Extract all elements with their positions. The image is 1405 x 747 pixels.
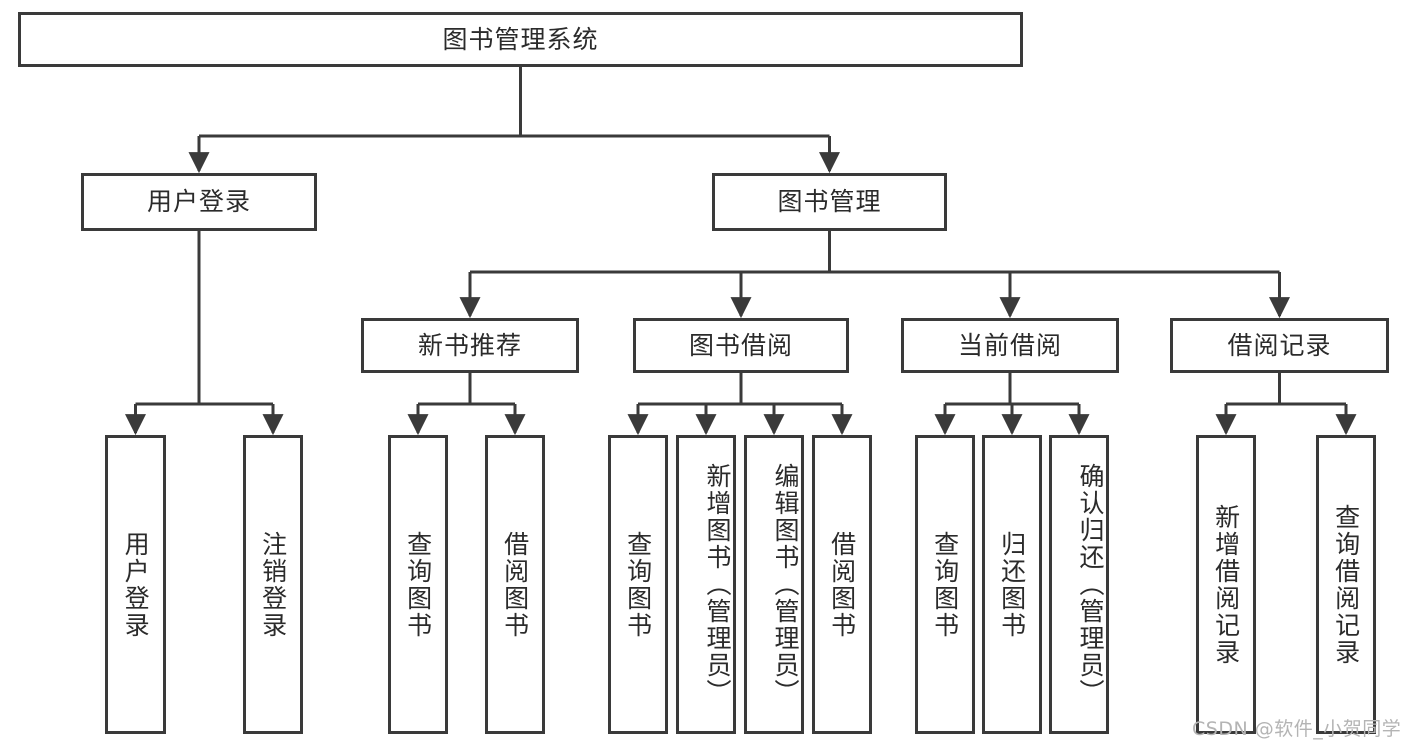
node-borrow-record[interactable]: 借阅记录 xyxy=(1170,318,1389,373)
csdn-watermark: CSDN @软件_小贺同学 xyxy=(1192,718,1402,740)
node-label: 归还图书 xyxy=(997,530,1027,639)
edges-group xyxy=(125,67,1357,436)
node-label: 借阅图书 xyxy=(827,530,857,639)
node-label: 用户登录 xyxy=(121,530,151,639)
node-label: 编辑图书（管理员） xyxy=(771,463,800,706)
leaf-leaf-return-book[interactable]: 归还图书 xyxy=(982,435,1042,734)
node-label: 用户登录 xyxy=(146,187,251,216)
node-label: 确认归还（管理员） xyxy=(1076,463,1105,706)
node-label: 借阅记录 xyxy=(1227,330,1332,360)
node-label: 新增图书（管理员） xyxy=(703,463,732,706)
leaf-leaf-logout[interactable]: 注销登录 xyxy=(243,435,303,734)
leaf-leaf-add-book[interactable]: 新增图书（管理员） xyxy=(676,435,736,734)
leaf-leaf-query-book-1[interactable]: 查询图书 xyxy=(388,435,448,734)
node-label: 借阅图书 xyxy=(500,530,530,639)
leaf-leaf-user-login[interactable]: 用户登录 xyxy=(105,435,166,734)
leaf-leaf-query-book-2[interactable]: 查询图书 xyxy=(608,435,668,734)
node-label: 查询图书 xyxy=(930,530,960,639)
node-current-borrow[interactable]: 当前借阅 xyxy=(901,318,1119,373)
node-book-manage[interactable]: 图书管理 xyxy=(712,173,947,231)
node-root[interactable]: 图书管理系统 xyxy=(18,12,1023,67)
leaf-leaf-add-record[interactable]: 新增借阅记录 xyxy=(1196,435,1256,734)
leaf-leaf-query-book-3[interactable]: 查询图书 xyxy=(915,435,975,734)
leaf-leaf-borrow-book-2[interactable]: 借阅图书 xyxy=(812,435,872,734)
node-label: 查询借阅记录 xyxy=(1331,503,1361,666)
node-label: 图书管理 xyxy=(777,187,882,216)
node-label: 当前借阅 xyxy=(957,330,1062,360)
node-user-login[interactable]: 用户登录 xyxy=(81,173,317,231)
node-label: 新增借阅记录 xyxy=(1211,503,1241,666)
node-label: 图书管理系统 xyxy=(442,24,599,54)
node-label: 查询图书 xyxy=(403,530,433,639)
node-label: 查询图书 xyxy=(623,530,653,639)
node-label: 注销登录 xyxy=(258,530,288,639)
node-label: 新书推荐 xyxy=(417,330,522,360)
leaf-leaf-edit-book[interactable]: 编辑图书（管理员） xyxy=(744,435,804,734)
leaf-leaf-borrow-book-1[interactable]: 借阅图书 xyxy=(485,435,545,734)
node-label: 图书借阅 xyxy=(688,330,793,360)
leaf-leaf-query-record[interactable]: 查询借阅记录 xyxy=(1316,435,1376,734)
node-book-borrow[interactable]: 图书借阅 xyxy=(633,318,849,373)
leaf-leaf-confirm-return[interactable]: 确认归还（管理员） xyxy=(1049,435,1109,734)
node-new-book-rec[interactable]: 新书推荐 xyxy=(361,318,579,373)
